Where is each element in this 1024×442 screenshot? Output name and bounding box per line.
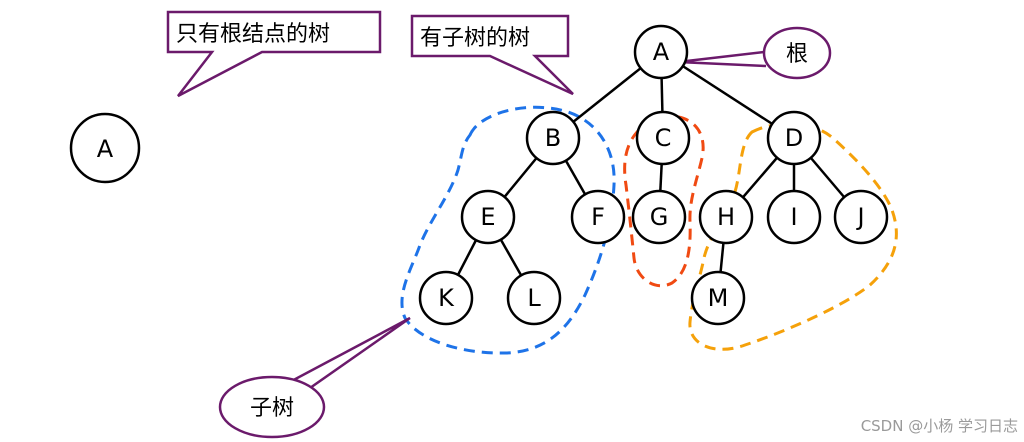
watermark: CSDN @小杨 学习日志 xyxy=(860,417,1018,435)
tree-node-b-circle xyxy=(525,110,581,166)
callout-root: 根 xyxy=(677,26,832,80)
tree-node-b: B xyxy=(525,110,581,166)
tree-node-i: I xyxy=(766,189,822,245)
tree-node-f: F xyxy=(570,189,626,245)
tree-node-h-circle xyxy=(698,189,754,245)
subtree-outline-blue xyxy=(400,105,616,355)
tree-node-l-label: L xyxy=(527,284,541,312)
tree-node-j-circle xyxy=(833,189,889,245)
tree-node-e: E xyxy=(460,189,516,245)
callout-tree-with-subtrees-label: 有子树的树 xyxy=(420,26,530,51)
tree-node-l: L xyxy=(506,270,562,326)
tree-node-g-label: G xyxy=(650,203,669,231)
callout-subtree: 子树 xyxy=(218,316,411,439)
single-node-label: A xyxy=(97,135,114,163)
tree-node-f-label: F xyxy=(591,203,605,231)
tree-node-m: M xyxy=(690,270,746,326)
tree-node-a: A xyxy=(633,24,689,80)
tree-node-d-circle xyxy=(766,110,822,166)
single-node-tree: A xyxy=(69,112,141,184)
tree-node-i-circle xyxy=(766,189,822,245)
callout-subtree-label: 子树 xyxy=(250,396,294,421)
tree-node-d: D xyxy=(766,110,822,166)
nodes: A B C D E F G H I J K L M xyxy=(418,24,889,326)
callout-root-label: 根 xyxy=(786,42,808,67)
tree-node-h-label: H xyxy=(717,203,735,231)
tree-node-i-label: I xyxy=(790,203,797,231)
tree-node-f-circle xyxy=(570,189,626,245)
callout-root-only-tree-box xyxy=(166,10,382,98)
tree-node-k-label: K xyxy=(438,284,455,312)
callout-tree-with-subtrees: 有子树的树 xyxy=(410,14,574,96)
tree-node-e-label: E xyxy=(480,203,495,231)
callout-subtree-pointer xyxy=(285,316,411,397)
callout-tree-with-subtrees-box xyxy=(410,14,574,96)
callout-subtree-bubble xyxy=(218,375,326,439)
tree-node-m-label: M xyxy=(708,284,729,312)
edges xyxy=(444,50,862,299)
tree-node-k: K xyxy=(418,270,474,326)
tree-node-c-label: C xyxy=(655,124,672,152)
tree-node-g: G xyxy=(631,189,687,245)
callout-root-only-tree: 只有根结点的树 xyxy=(166,10,382,98)
subtree-outline-orange xyxy=(688,122,898,351)
callout-root-only-tree-label: 只有根结点的树 xyxy=(176,22,330,47)
tree-node-a-label: A xyxy=(653,38,670,66)
tree-node-l-circle xyxy=(506,270,562,326)
tree-node-g-circle xyxy=(631,189,687,245)
tree-node-e-circle xyxy=(460,189,516,245)
tree-node-k-circle xyxy=(418,270,474,326)
tree-node-j-label: J xyxy=(855,203,864,231)
subtree-outline-red xyxy=(623,114,705,288)
tree-node-a-circle xyxy=(633,24,689,80)
tree-node-c: C xyxy=(635,110,691,166)
single-node-circle xyxy=(69,112,141,184)
tree-node-h: H xyxy=(698,189,754,245)
callout-root-bubble xyxy=(762,26,832,80)
tree-node-b-label: B xyxy=(545,124,561,152)
tree-node-c-circle xyxy=(635,110,691,166)
tree-node-j: J xyxy=(833,189,889,245)
tree-node-m-circle xyxy=(690,270,746,326)
callout-root-pointer xyxy=(677,50,767,68)
tree-node-d-label: D xyxy=(785,124,803,152)
